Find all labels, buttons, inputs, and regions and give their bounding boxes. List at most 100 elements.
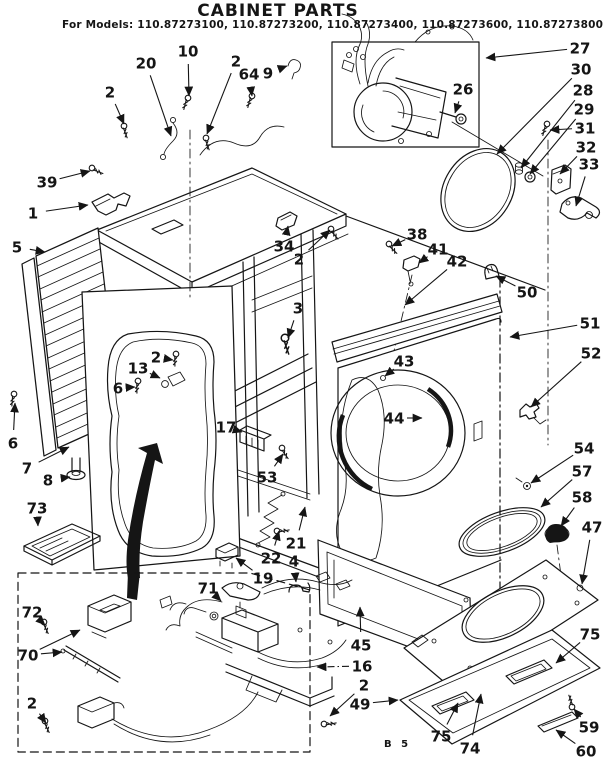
svg-text:71: 71 [198, 580, 219, 598]
callout-20: 20 [136, 55, 173, 137]
svg-text:38: 38 [407, 226, 428, 244]
callout-38: 38 [391, 226, 428, 247]
svg-text:2: 2 [294, 251, 304, 269]
callout-10: 10 [178, 43, 198, 97]
motor-inset [331, 13, 544, 177]
seal-ring [458, 507, 546, 557]
page-marker: B 5 [384, 739, 412, 750]
left-lower-hardware [5, 389, 101, 566]
callout-32: 32 [559, 139, 597, 175]
callout-6: 6 [113, 380, 136, 398]
callout-22: 22 [261, 530, 282, 568]
callout-54: 54 [530, 440, 595, 484]
base-plate [403, 559, 599, 693]
svg-text:19: 19 [253, 570, 274, 588]
svg-text:32: 32 [576, 139, 597, 157]
callout-7: 7 [22, 446, 70, 478]
callout-74: 74 [460, 693, 484, 758]
callout-4: 4 [289, 553, 300, 583]
callout-53: 53 [257, 453, 284, 487]
callout-59: 59 [573, 708, 600, 737]
svg-text:49: 49 [350, 696, 371, 714]
svg-text:52: 52 [581, 345, 602, 363]
svg-text:51: 51 [580, 315, 601, 333]
callout-58: 58 [560, 489, 593, 527]
callout-52: 52 [530, 345, 602, 408]
svg-text:74: 74 [460, 740, 481, 758]
callout-31: 31 [549, 120, 596, 138]
svg-text:34: 34 [274, 238, 295, 256]
callout-27: 27 [485, 40, 590, 62]
svg-text:2: 2 [151, 349, 161, 367]
svg-text:4: 4 [289, 553, 299, 571]
callout-5: 5 [12, 239, 46, 257]
callout-34: 34 [274, 225, 295, 256]
callout-28: 28 [520, 82, 593, 169]
callout-2: 2 [27, 695, 47, 724]
callout-50: 50 [495, 275, 538, 302]
base-pan [399, 477, 601, 745]
svg-text:21: 21 [286, 535, 307, 553]
callout-71: 71 [198, 580, 222, 602]
callout-8: 8 [43, 472, 71, 490]
burner-box [17, 571, 353, 753]
callout-49: 49 [350, 696, 399, 714]
svg-text:26: 26 [453, 81, 474, 99]
callout-19: 19 [235, 557, 274, 588]
svg-text:8: 8 [43, 472, 53, 490]
svg-text:33: 33 [579, 156, 600, 174]
svg-text:20: 20 [136, 55, 157, 73]
svg-text:47: 47 [582, 519, 603, 537]
side-panel-with-seal [81, 285, 241, 600]
svg-text:39: 39 [37, 174, 58, 192]
callout-75: 75 [431, 702, 459, 746]
callout-60: 60 [555, 729, 597, 759]
svg-text:44: 44 [384, 410, 405, 428]
callout-29: 29 [529, 101, 594, 175]
callout-39: 39 [37, 169, 91, 192]
callout-57: 57 [540, 463, 592, 508]
svg-text:50: 50 [517, 284, 538, 302]
svg-text:54: 54 [574, 440, 595, 458]
callout-42: 42 [404, 253, 468, 306]
callout-2: 2 [329, 677, 369, 717]
svg-text:60: 60 [576, 743, 597, 759]
callout-33: 33 [574, 156, 600, 207]
callout-26: 26 [453, 81, 474, 114]
callout-3: 3 [286, 300, 303, 339]
svg-text:2: 2 [359, 677, 369, 695]
svg-text:58: 58 [572, 489, 593, 507]
callout-45: 45 [351, 606, 372, 655]
svg-text:22: 22 [261, 550, 282, 568]
svg-text:31: 31 [575, 120, 596, 138]
callout-73: 73 [27, 500, 48, 527]
svg-text:73: 73 [27, 500, 48, 518]
callout-2: 2 [105, 84, 125, 125]
svg-text:53: 53 [257, 469, 278, 487]
svg-text:2: 2 [105, 84, 115, 102]
callout-16: 16 [316, 658, 373, 676]
svg-text:6: 6 [8, 435, 18, 453]
callout-41: 41 [418, 241, 449, 264]
callout-75: 75 [555, 626, 601, 664]
models-line: For Models: 110.87273100, 110.87273200, … [62, 19, 604, 31]
svg-text:1: 1 [28, 205, 38, 223]
svg-text:30: 30 [571, 61, 592, 79]
svg-text:42: 42 [447, 253, 468, 271]
svg-text:59: 59 [579, 719, 600, 737]
svg-text:16: 16 [352, 658, 373, 676]
callout-13: 13 [128, 360, 161, 379]
svg-text:45: 45 [351, 637, 372, 655]
svg-text:41: 41 [428, 241, 449, 259]
svg-text:75: 75 [580, 626, 601, 644]
svg-text:6: 6 [113, 380, 123, 398]
callout-70: 70 [18, 629, 81, 665]
callout-30: 30 [496, 61, 592, 155]
callout-44: 44 [384, 410, 423, 428]
svg-text:72: 72 [22, 604, 43, 622]
svg-text:5: 5 [12, 239, 22, 257]
svg-text:2: 2 [231, 53, 241, 71]
svg-text:9: 9 [263, 65, 273, 83]
